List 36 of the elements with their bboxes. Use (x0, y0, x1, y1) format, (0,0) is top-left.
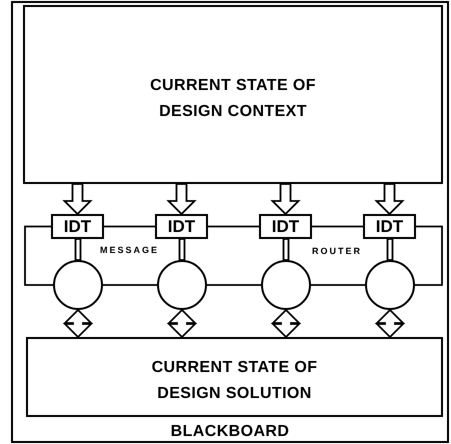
hollow-arrow (166, 183, 197, 216)
connector-line (208, 226, 259, 228)
double-line (282, 238, 290, 261)
hollow-arrow (62, 183, 93, 216)
process-box (155, 214, 208, 239)
blackboard-frame (11, 1, 449, 443)
box-label: CURRENT STATE OF DESIGN SOLUTION (150, 358, 318, 404)
network-label: MESSAGE (100, 246, 160, 255)
hollow-arrow (374, 183, 405, 216)
process-box (26, 337, 443, 417)
box-label: IDT (272, 218, 300, 235)
connector-line (311, 284, 365, 286)
box-label: IDT (168, 218, 196, 235)
hollow-arrow (62, 308, 94, 338)
hollow-arrow (374, 308, 406, 338)
process-box (51, 214, 104, 239)
double-line (74, 238, 82, 261)
hollow-arrow (270, 308, 302, 338)
box-label: CURRENT STATE OF DESIGN CONTEXT (149, 76, 317, 122)
connector-line (207, 284, 261, 286)
hollow-arrow (166, 308, 198, 338)
box-label: IDT (64, 218, 92, 235)
network-label: ROUTER (312, 247, 362, 256)
connector-line (312, 226, 363, 228)
process-box (23, 5, 443, 184)
connector-line (415, 226, 443, 286)
double-line (178, 238, 186, 261)
process-box (363, 214, 416, 239)
process-box (259, 214, 312, 239)
connector-line (24, 226, 53, 286)
connector-line (104, 226, 155, 228)
connector-line (103, 284, 157, 286)
box-label: IDT (376, 218, 404, 235)
double-line (386, 238, 394, 261)
frame-title: BLACKBOARD (170, 424, 290, 440)
hollow-arrow (270, 183, 301, 216)
